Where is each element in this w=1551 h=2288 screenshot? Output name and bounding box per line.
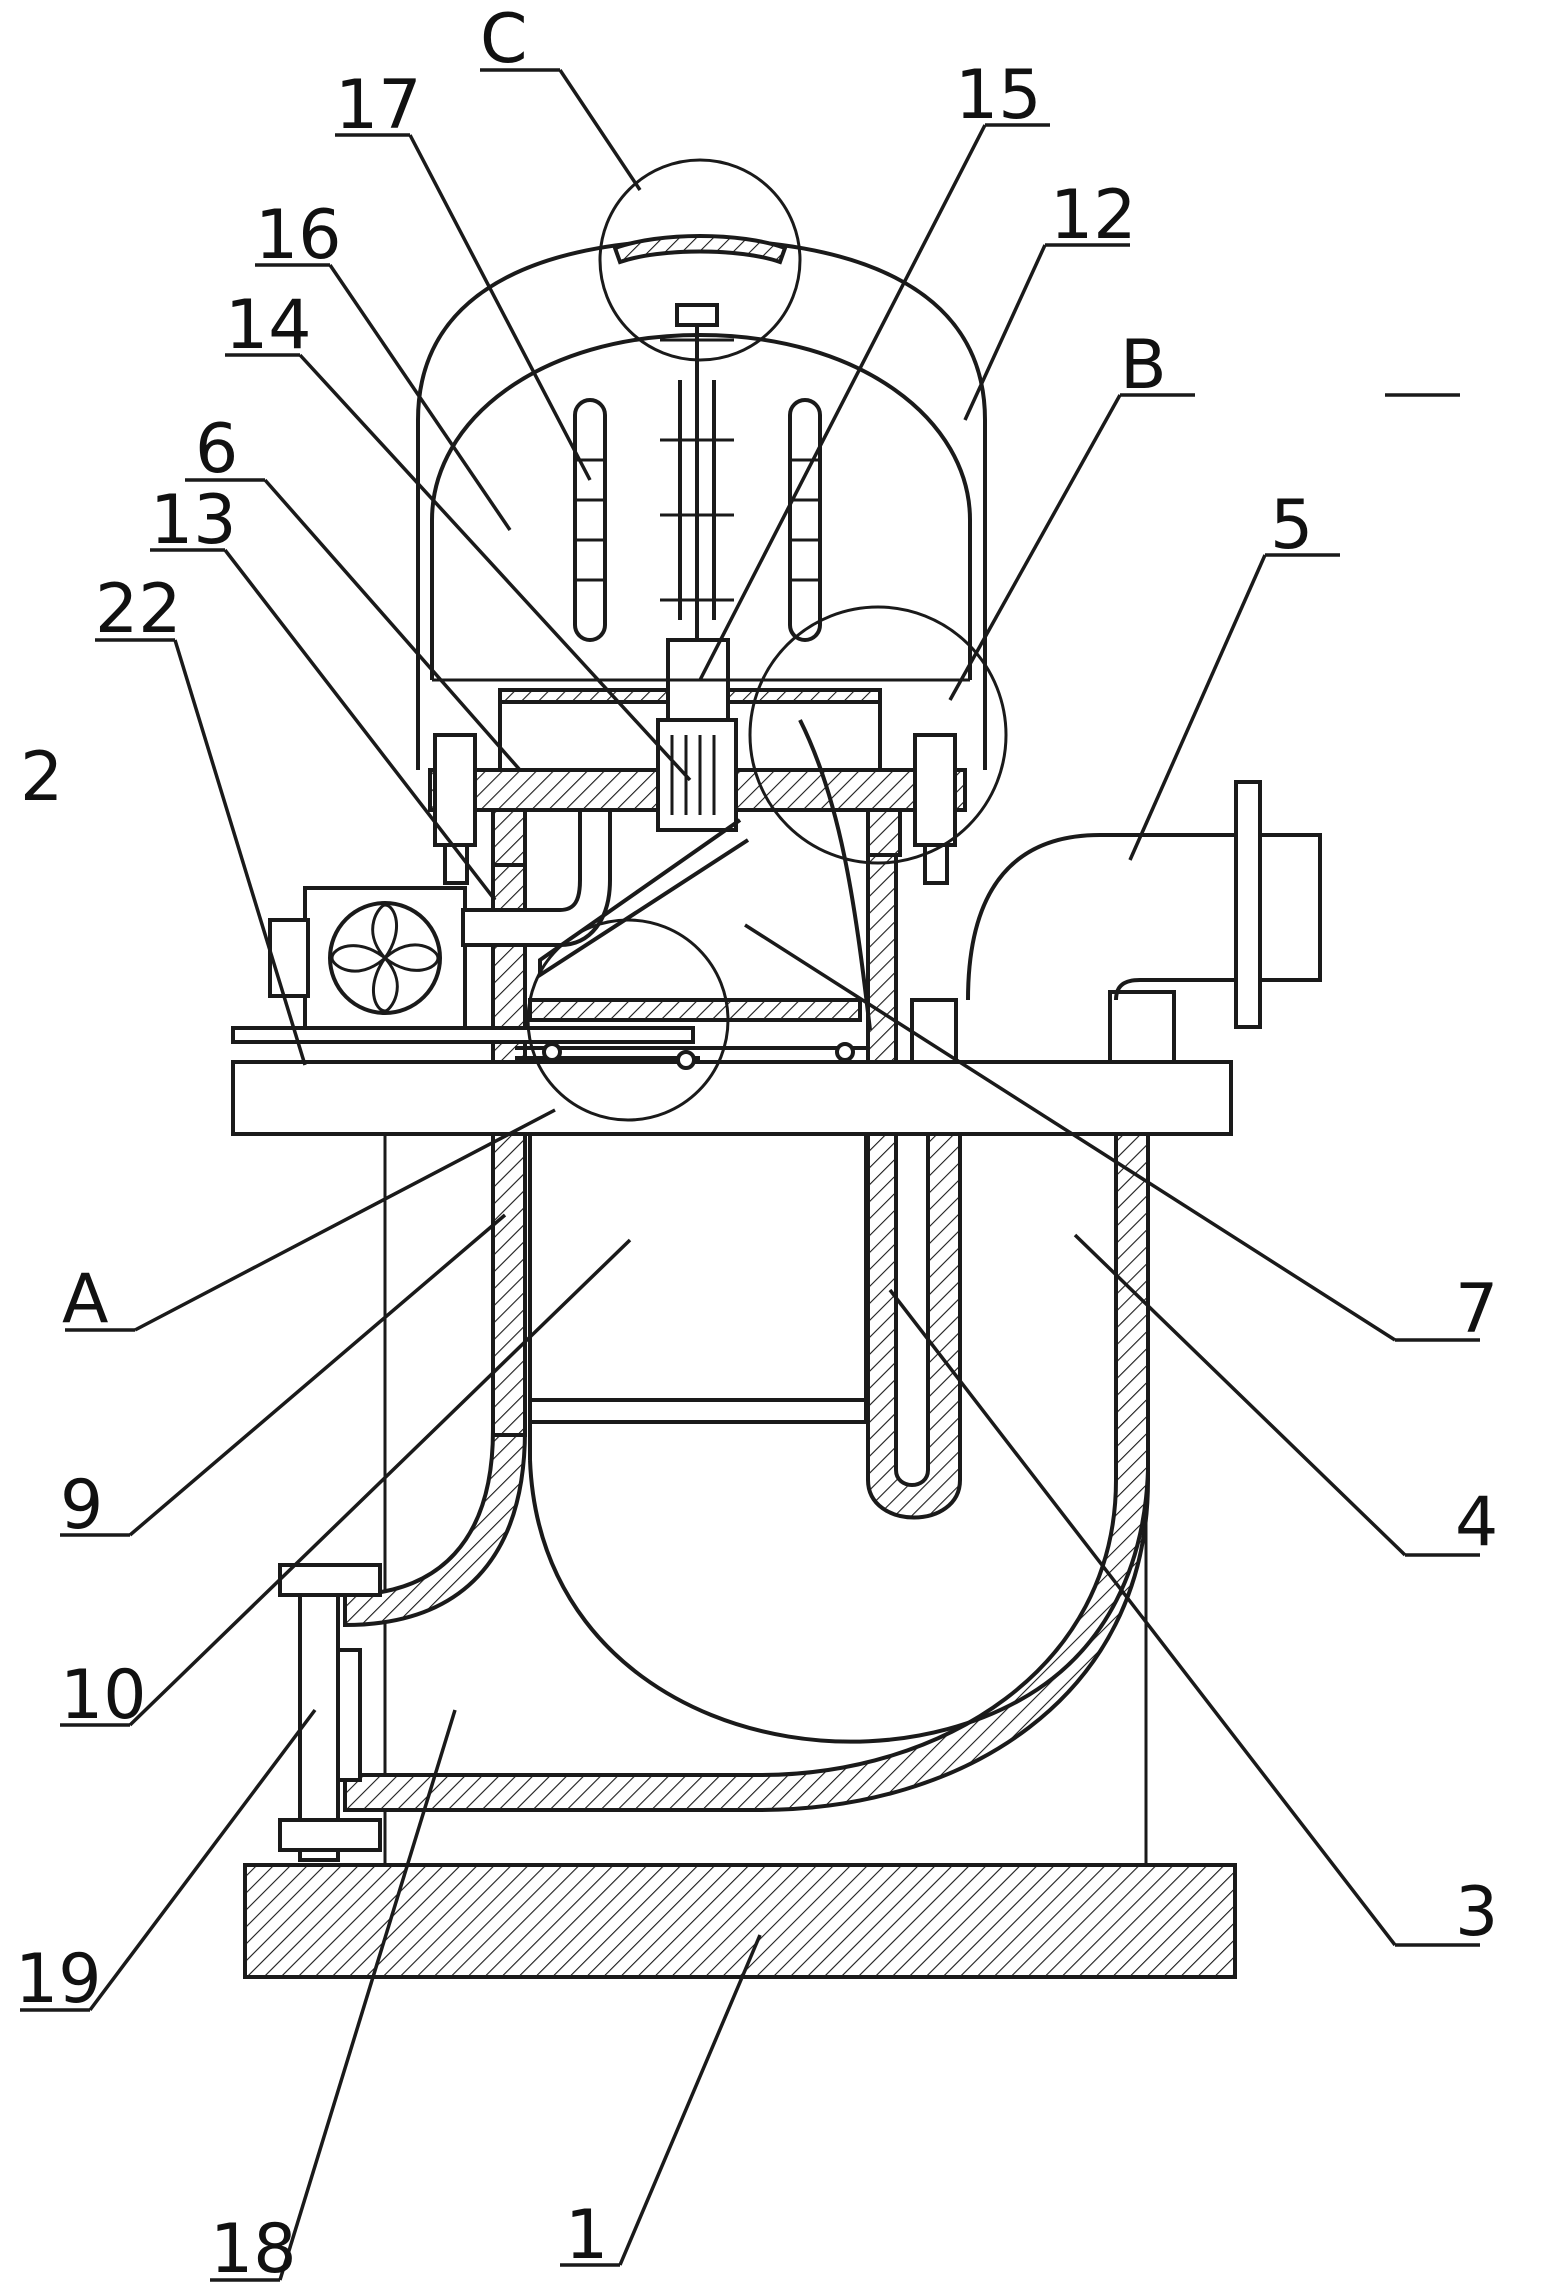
label-5: 5	[1270, 486, 1313, 565]
left-riser-wall	[491, 808, 527, 867]
detail-circle-c	[598, 158, 802, 362]
inner-u-tube	[866, 838, 962, 1520]
label-4: 4	[1455, 1483, 1498, 1562]
detail-circle-b	[748, 605, 1008, 865]
label-9: 9	[60, 1466, 103, 1545]
outlet-elbow-inner	[1114, 978, 1240, 1001]
label-6: 6	[195, 410, 238, 489]
label-18: 18	[210, 2210, 297, 2288]
spray-plate	[528, 998, 862, 1022]
nozzle-b	[676, 1050, 696, 1070]
outlet-flange	[1234, 780, 1262, 1029]
outlet-elbow	[966, 833, 1240, 1001]
label-17: 17	[335, 66, 422, 145]
shaft-top-cap	[675, 303, 719, 327]
bolt-right-b	[1108, 990, 1176, 1064]
nozzle-c	[835, 1042, 855, 1062]
tube-ticks	[575, 458, 820, 582]
shaft-sleeve	[678, 380, 716, 620]
side-flange-left	[298, 1568, 340, 1862]
platform-plate	[231, 1060, 1233, 1136]
label-19: 19	[15, 1940, 102, 2019]
dome-inner	[430, 332, 972, 680]
bolt-right-head	[923, 843, 949, 885]
label-22: 22	[95, 570, 182, 649]
flange-bolt-top	[278, 1563, 382, 1597]
fan-motor	[268, 918, 310, 998]
dome-top-window	[612, 234, 788, 265]
label-c: C	[480, 0, 527, 79]
bolt-right-a	[910, 998, 958, 1064]
label-15: 15	[955, 56, 1042, 135]
left-lower-pipe	[343, 1428, 528, 1628]
inner-vessel-bottom	[528, 1459, 1150, 1744]
side-flange-inner	[336, 1648, 362, 1782]
label-3: 3	[1455, 1873, 1498, 1952]
label-1: 1	[565, 2196, 608, 2275]
label-14: 14	[225, 286, 312, 365]
outlet-flange-collar	[1258, 833, 1322, 982]
motor-cable	[538, 818, 750, 979]
label-b: B	[1120, 326, 1167, 405]
bolt-right	[913, 733, 957, 847]
nozzle-a	[542, 1042, 562, 1062]
bolt-left	[433, 733, 477, 847]
label-2: 2	[20, 738, 63, 817]
right-riser-wall	[866, 808, 902, 857]
motor-cable-b	[798, 719, 872, 1031]
motor-body	[656, 718, 738, 832]
platform-top-strip	[231, 1026, 695, 1044]
label-12: 12	[1050, 176, 1137, 255]
leader-lines	[20, 68, 1480, 2282]
label-7: 7	[1455, 1270, 1498, 1349]
label-a: A	[62, 1260, 109, 1339]
label-16: 16	[255, 196, 342, 275]
base-plate	[243, 1863, 1237, 1979]
flange-bolt-bottom	[278, 1818, 382, 1852]
fan-icon	[328, 901, 442, 1015]
heating-tube-right	[788, 398, 822, 642]
label-13: 13	[150, 481, 237, 560]
inner-vessel-band	[528, 1398, 868, 1424]
fan-blades	[330, 903, 440, 1013]
heating-tube-left	[573, 398, 607, 642]
outer-housing-wall	[343, 1020, 1150, 1812]
label-10: 10	[60, 1656, 147, 1735]
